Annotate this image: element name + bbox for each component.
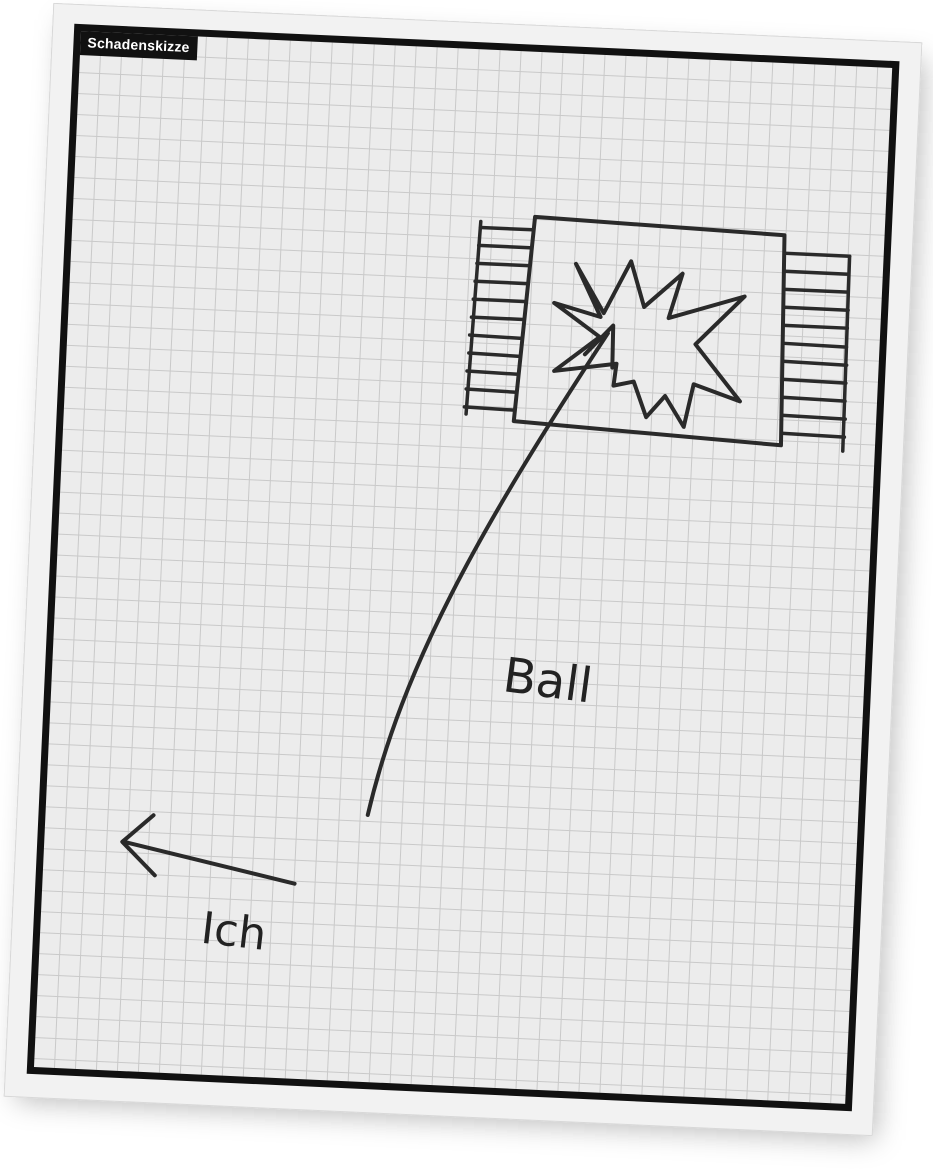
- ich-arrow-line: [122, 839, 297, 886]
- ich-label: Ich: [199, 903, 269, 961]
- ich-arrowhead: [120, 813, 157, 878]
- left-curtain: [462, 219, 535, 416]
- paper-sheet: Schadenskizze: [3, 2, 923, 1137]
- window-frame: [511, 214, 787, 448]
- ball-trajectory: [365, 331, 610, 817]
- sketch-drawing: Ball Ich: [120, 214, 852, 961]
- grid-frame: Schadenskizze: [26, 23, 900, 1112]
- impact-burst: [552, 259, 747, 429]
- ball-arrowhead: [582, 323, 616, 370]
- right-curtain: [779, 251, 852, 453]
- ball-label: Ball: [500, 647, 596, 714]
